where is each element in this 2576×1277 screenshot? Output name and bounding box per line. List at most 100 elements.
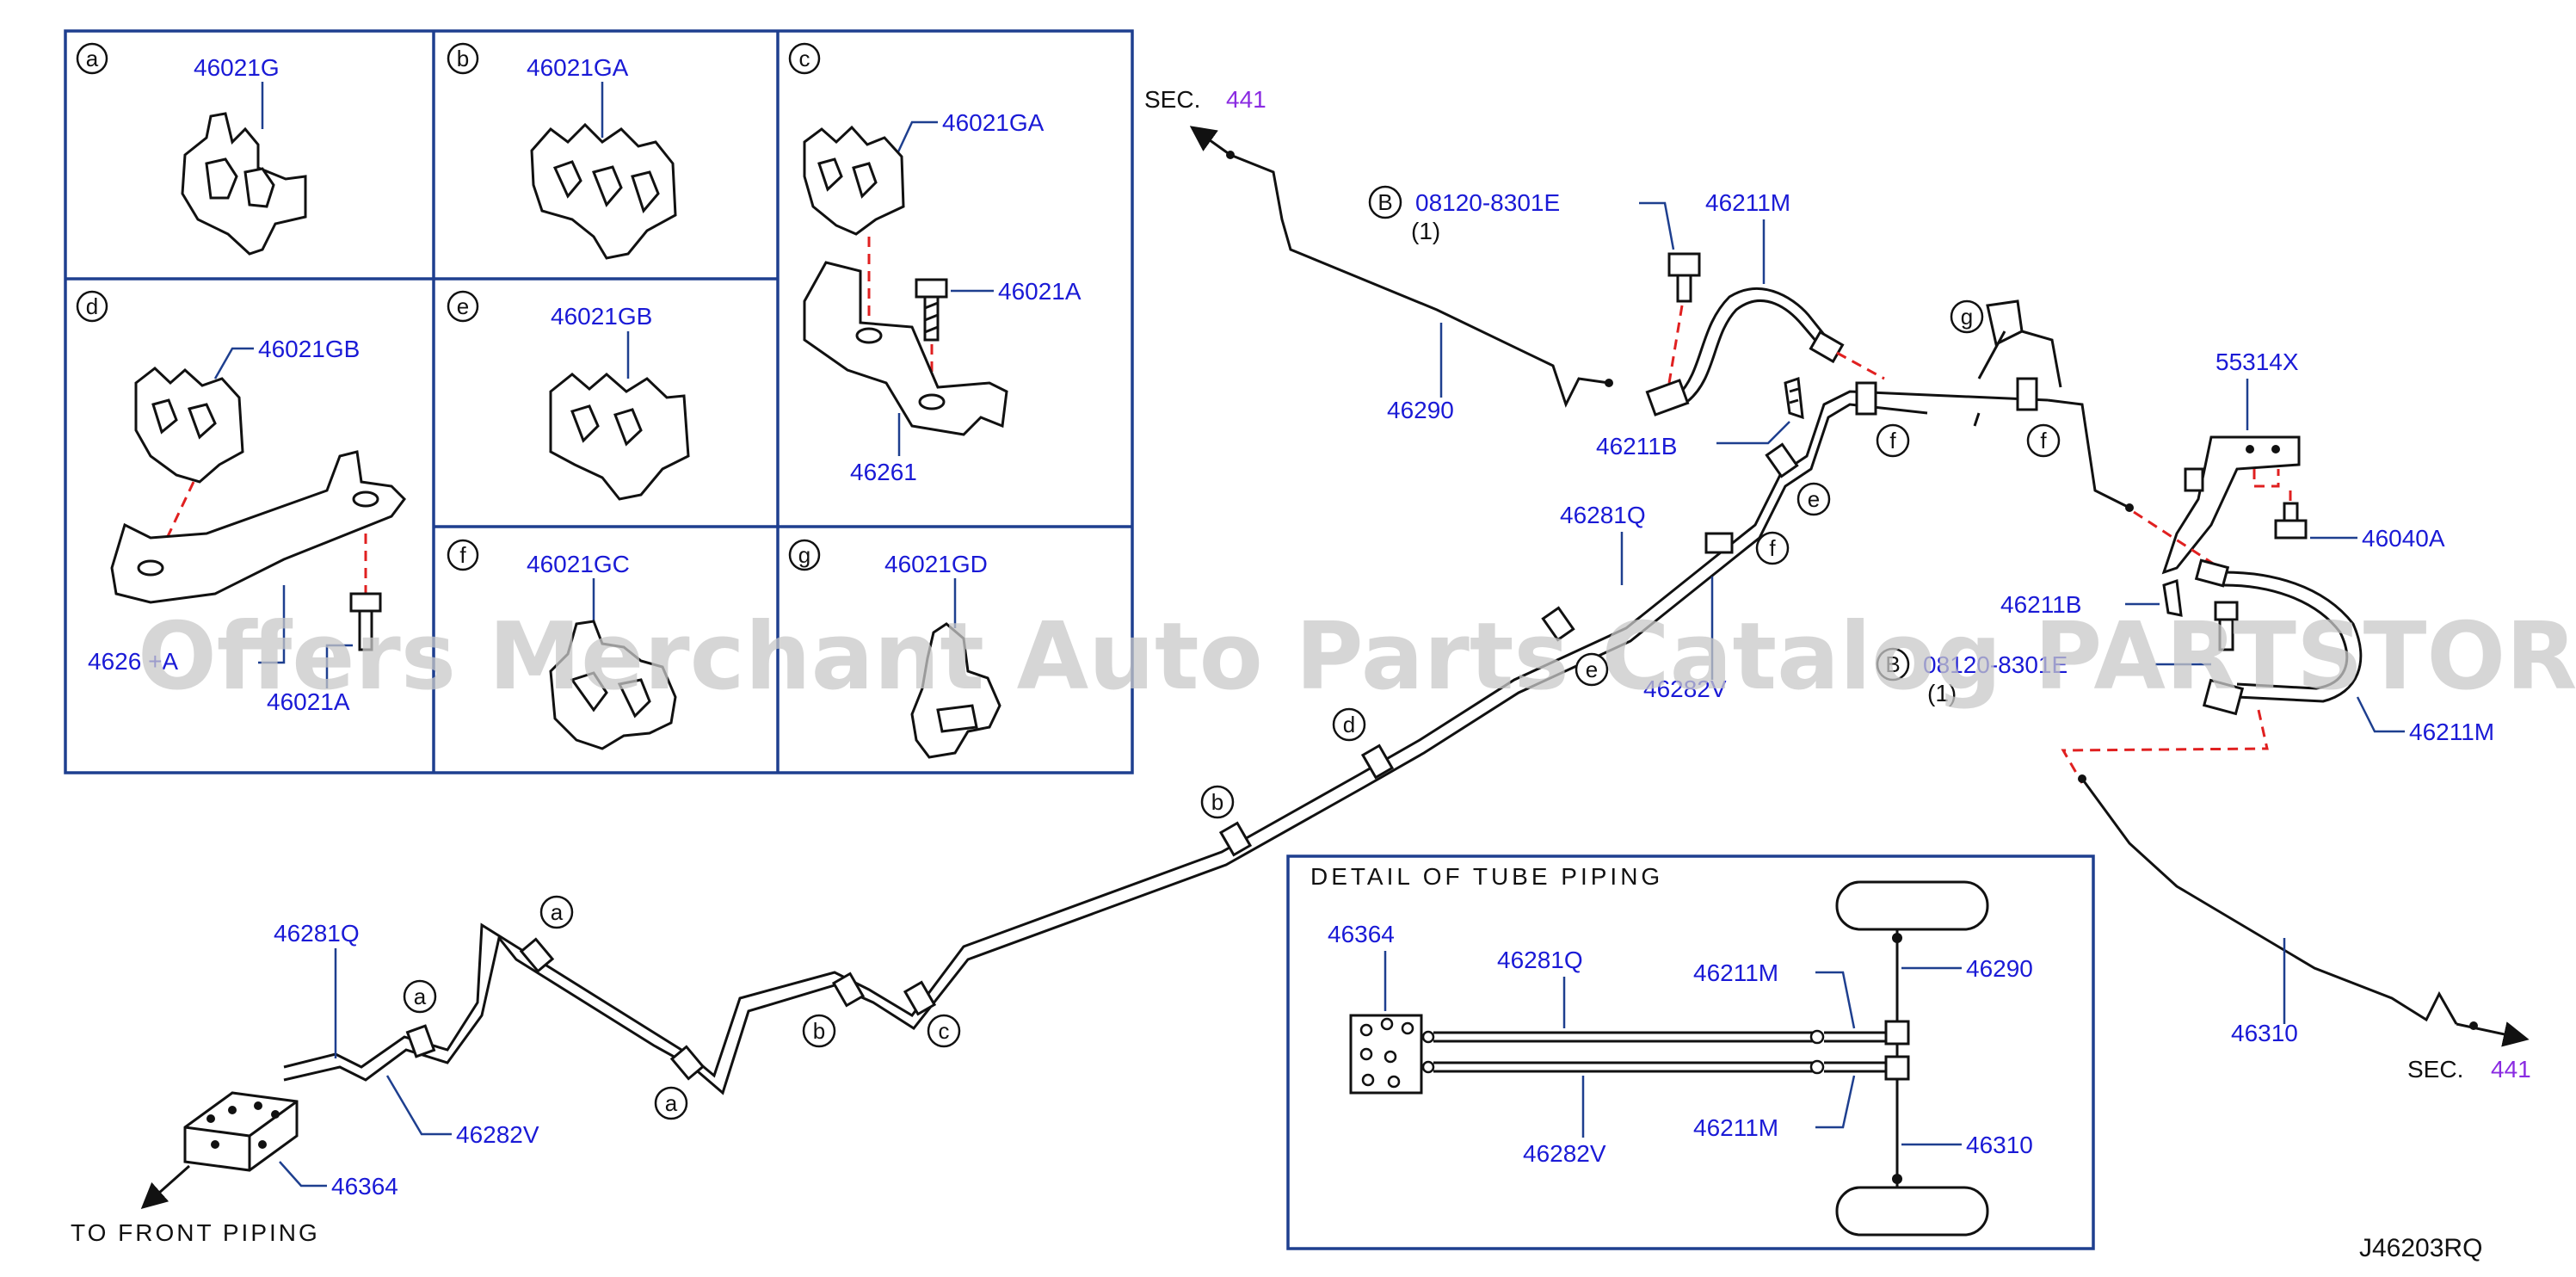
svg-text:e: e [1808, 486, 1820, 512]
panel-e-part: 46021GB [551, 303, 652, 330]
panel-d-letter: d [86, 293, 98, 319]
label-46211b-upper: 46211B [1596, 433, 1677, 460]
callouts: a a a b b c d e e f f f g [403, 299, 2061, 1120]
panel-e-letter: e [457, 293, 469, 319]
hose-46211m-upper [1676, 287, 1830, 398]
panel-d-bolt: 46021A [267, 688, 350, 715]
svg-text:c: c [939, 1018, 950, 1044]
panel-a: a 46021G [76, 42, 307, 256]
bolt-46040a-icon [2274, 502, 2308, 540]
panel-c: c 46021GA 46021A 46261 [788, 42, 1082, 485]
clip-panels-border [64, 29, 1134, 774]
bracket-4626a-icon [110, 450, 406, 604]
panel-c-part: 46021GA [942, 109, 1045, 136]
svg-text:b: b [1211, 789, 1223, 815]
detail-tube-piping: DETAIL OF TUBE PIPING 46364 46281Q 4628 [1286, 854, 2095, 1250]
clip-46021ga-c-icon [803, 125, 905, 236]
svg-text:a: a [551, 899, 564, 925]
detail-label-46211m-top: 46211M [1693, 959, 1778, 986]
detail-label-46281q: 46281Q [1497, 947, 1583, 973]
detail-border [1286, 854, 2095, 1250]
svg-text:f: f [1769, 535, 1776, 561]
label-46282v-left: 46282V [456, 1121, 539, 1148]
panel-g-letter: g [798, 542, 810, 568]
svg-text:b: b [813, 1018, 825, 1044]
bolt-b2-marker: B [1885, 651, 1900, 677]
bolt-b-marker: B [1377, 189, 1392, 215]
watermark: Offers Merchant Auto Parts Catalog PARTS… [138, 603, 2576, 711]
hose-46211m-lower [2223, 571, 2363, 703]
panel-b-letter: b [457, 46, 469, 71]
front-piping-label: TO FRONT PIPING [71, 1219, 320, 1246]
diagram-code: J46203RQ [2359, 1234, 2482, 1262]
sec-label-bottom: SEC. [2407, 1056, 2463, 1083]
panel-a-letter: a [86, 46, 99, 71]
clip-46021gd-icon [910, 622, 1001, 759]
panel-c-bracket: 46261 [850, 459, 917, 485]
label-46211m-lower: 46211M [2409, 719, 2494, 745]
label-46211b-lower: 46211B [2000, 591, 2081, 618]
detail-label-46211m-bottom: 46211M [1693, 1114, 1778, 1141]
clip-46021ga-icon [530, 122, 677, 260]
panel-b-part: 46021GA [527, 54, 629, 81]
panel-c-bolt: 46021A [998, 278, 1082, 305]
panel-g-part: 46021GD [884, 551, 988, 577]
panel-f-part: 46021GC [527, 551, 630, 577]
label-46310-main: 46310 [2231, 1020, 2298, 1046]
clip-46021gb-d-icon [134, 367, 244, 484]
label-46281q-right: 46281Q [1560, 502, 1646, 528]
wheel-bottom-icon [1835, 1186, 1989, 1237]
detail-label-46290: 46290 [1966, 955, 2033, 982]
detail-label-46282v: 46282V [1523, 1140, 1606, 1167]
panel-a-part: 46021G [194, 54, 280, 81]
bolt-46021a-d-icon [349, 592, 382, 651]
wheel-top-icon [1835, 880, 1989, 931]
detail-label-46310: 46310 [1966, 1132, 2033, 1158]
block-46364-icon [183, 1091, 299, 1172]
bolt-b2-part: 08120-8301E [1923, 651, 2068, 678]
detail-label-46364: 46364 [1328, 921, 1395, 947]
main-routing: a a a b b c d e e f f f g TO FRONT PI [71, 86, 2531, 1246]
panel-d-bracket: 4626 +A [88, 648, 178, 675]
label-46282v-right: 46282V [1643, 676, 1727, 702]
panel-f-letter: f [459, 542, 466, 568]
panel-b: b 46021GA [447, 42, 677, 260]
clip-46021g-icon [181, 112, 307, 256]
label-46211m-upper: 46211M [1705, 189, 1790, 216]
label-46040a: 46040A [2362, 525, 2445, 552]
svg-text:a: a [414, 984, 427, 1009]
panel-e: e 46021GB [447, 290, 690, 501]
sec-number-top: 441 [1226, 86, 1266, 113]
bolt-b-part: 08120-8301E [1415, 189, 1560, 216]
bracket-55314x-icon [2161, 435, 2301, 575]
panel-d-part: 46021GB [258, 336, 360, 362]
panel-d: d 46021GB 4626 +A 46021A [76, 290, 406, 715]
detail-title: DETAIL OF TUBE PIPING [1310, 863, 1663, 890]
bolt-b2-qty: (1) [1927, 680, 1957, 706]
svg-text:a: a [665, 1090, 678, 1116]
tube-46310-line [2080, 778, 2458, 1025]
svg-text:f: f [2040, 428, 2047, 453]
sec-label-top: SEC. [1144, 86, 1200, 113]
svg-text:f: f [1889, 428, 1896, 453]
clip-46021gc-icon [549, 620, 677, 750]
sec-number-bottom: 441 [2491, 1056, 2531, 1083]
bolt-b-qty: (1) [1411, 218, 1440, 244]
panel-g: g 46021GD [788, 539, 1001, 759]
label-46364-main: 46364 [331, 1173, 398, 1200]
tube-46282v-line [283, 403, 1928, 1095]
label-46281q-left: 46281Q [274, 920, 360, 947]
panel-c-letter: c [799, 46, 810, 71]
clip-panels-grid: a 46021G b 46021GA c [64, 29, 1134, 774]
bracket-46261-icon [803, 261, 1008, 436]
bolt-08120-lower-icon [2214, 601, 2239, 651]
svg-text:g: g [1961, 304, 1973, 330]
tube-46290-line [1229, 153, 1610, 408]
label-46290-main: 46290 [1387, 397, 1454, 423]
svg-text:e: e [1586, 657, 1598, 682]
label-55314x: 55314X [2215, 349, 2299, 375]
svg-text:d: d [1343, 712, 1355, 737]
bolt-46021a-icon [915, 278, 948, 342]
tube-46281q-line [283, 390, 2049, 1078]
